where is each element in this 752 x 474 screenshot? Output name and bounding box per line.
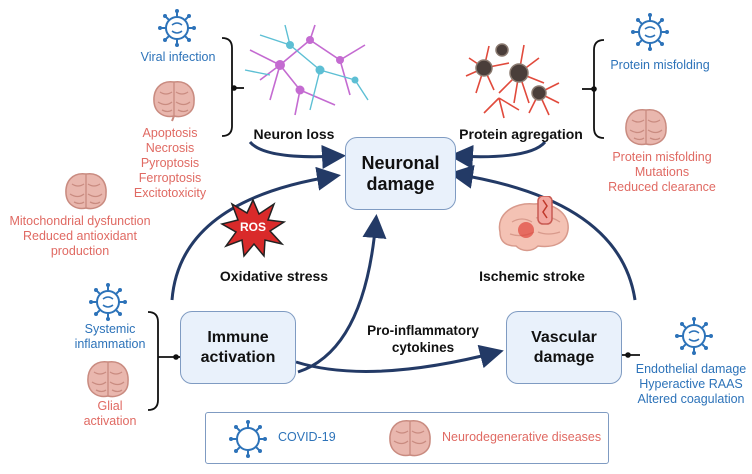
bracket-immune — [147, 311, 159, 411]
arrow-left-arc — [170, 166, 341, 301]
vascular-covid-item: Endothelial damage — [635, 362, 747, 376]
neuronal-damage-node: Neuronal damage — [345, 137, 456, 210]
neuron-network-icon — [244, 24, 369, 116]
legend-box: COVID-19 Neurodegenerative diseases — [205, 412, 609, 464]
arrow-immune-vascular — [295, 344, 504, 373]
arrow-right-arc — [449, 164, 637, 301]
vascular-covid-list: Endothelial damage Hyperactive RAAS Alte… — [630, 362, 752, 407]
virus-icon — [631, 13, 669, 51]
immune-activation-node: Immune activation — [180, 311, 296, 384]
legend-covid-label: COVID-19 — [278, 430, 336, 444]
protein-aggregate-icon — [465, 43, 560, 119]
virus-icon — [89, 283, 127, 321]
vascular-covid-item: Altered coagulation — [637, 392, 745, 406]
arrow-neuron-loss — [248, 140, 346, 169]
oxidative-neuro-item: Reduced antioxidant — [23, 229, 137, 243]
brain-icon — [389, 420, 431, 457]
virus-icon — [229, 420, 267, 458]
systemic-line: Systemic — [84, 322, 136, 336]
cell-death-item: Necrosis — [145, 141, 195, 155]
virus-icon — [158, 9, 196, 47]
oxidative-stress-label: Oxidative stress — [219, 268, 329, 284]
glial-line: activation — [83, 414, 137, 428]
glial-activation-label: Glial activation — [60, 399, 160, 429]
ischemic-stroke-label: Ischemic stroke — [479, 268, 585, 284]
arrow-protein — [449, 140, 547, 169]
ros-burst-icon — [220, 198, 286, 258]
cell-death-item: Pyroptosis — [140, 156, 200, 170]
virus-icon — [675, 317, 713, 355]
oxidative-neuro-item: production — [50, 244, 110, 258]
legend-neuro-label: Neurodegenerative diseases — [442, 430, 602, 444]
cell-death-list: Apoptosis Necrosis Pyroptosis Ferroptosi… — [120, 126, 220, 201]
brain-icon — [625, 109, 667, 146]
oxidative-neuro-item: Mitochondrial dysfunction — [9, 214, 151, 228]
brain-icon — [87, 361, 129, 398]
protein-neuro-list: Protein misfolding Mutations Reduced cle… — [592, 150, 732, 195]
protein-neuro-item: Reduced clearance — [608, 180, 716, 194]
cell-death-item: Excitotoxicity — [133, 186, 207, 200]
brain-icon — [153, 81, 195, 122]
pro-inflammatory-label: Pro-inflammatory cytokines — [367, 323, 479, 355]
brain-icon — [65, 173, 107, 210]
protein-misfolding-covid-label: Protein misfolding — [610, 58, 710, 72]
stroke-brain-icon — [498, 196, 569, 252]
cell-death-item: Apoptosis — [142, 126, 198, 140]
protein-agregation-label: Protein agregation — [459, 126, 583, 142]
vascular-damage-node: Vascular damage — [506, 311, 622, 384]
systemic-line: inflammation — [74, 337, 146, 351]
ros-label: ROS — [239, 220, 266, 234]
systemic-inflammation-label: Systemic inflammation — [60, 322, 160, 352]
neuron-loss-label: Neuron loss — [253, 126, 335, 142]
protein-neuro-item: Protein misfolding — [612, 150, 712, 164]
vascular-covid-item: Hyperactive RAAS — [639, 377, 743, 391]
glial-line: Glial — [97, 399, 123, 413]
oxidative-neuro-list: Mitochondrial dysfunction Reduced antiox… — [4, 214, 156, 259]
protein-neuro-item: Mutations — [634, 165, 690, 179]
cell-death-item: Ferroptosis — [138, 171, 202, 185]
viral-infection-label: Viral infection — [140, 50, 216, 64]
